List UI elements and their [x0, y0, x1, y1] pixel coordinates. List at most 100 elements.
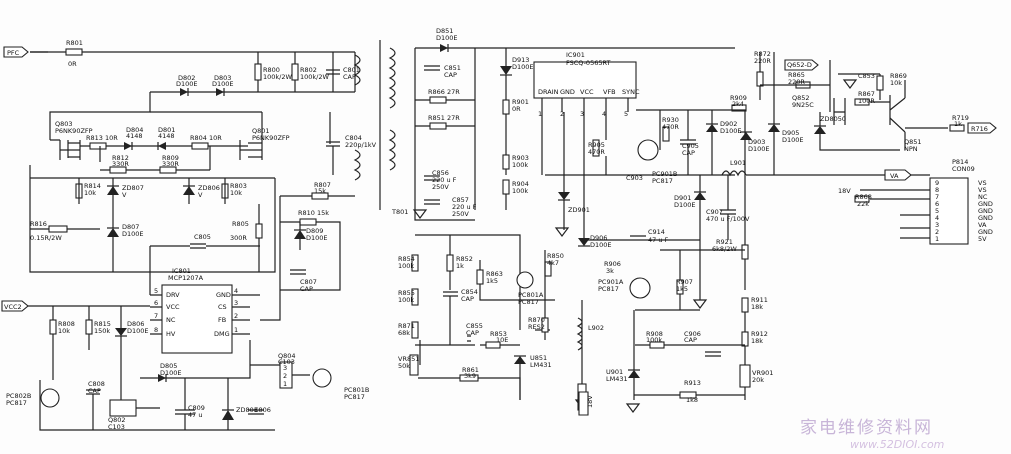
label-r912: R912 [751, 330, 768, 338]
label-c851v: CAP [444, 71, 457, 79]
label-r814: R814 [84, 182, 101, 190]
label-r850: R850 [547, 252, 564, 260]
label-pc901bv: PC817 [652, 177, 673, 185]
label-r851: R851 27R [428, 114, 460, 122]
port-18v-b: 18V [586, 395, 594, 408]
label-d809v: D100E [306, 234, 328, 242]
label-pc802b: PC802B [6, 392, 31, 400]
label-ic901v: FSCQ-0565RT [566, 59, 611, 67]
connector-pin-7: 7 [935, 193, 939, 201]
connector-name-4: GND [978, 214, 993, 222]
label-r801v: 0R [68, 60, 77, 68]
label-d906v: D100E [590, 241, 612, 249]
label-d851: D851 [436, 27, 453, 35]
label-r871v: 68k [398, 329, 410, 337]
watermark-text: 家电维修资料网 [800, 418, 933, 438]
label-pfb: FB [218, 316, 226, 324]
label-r854v: 100k [398, 262, 414, 270]
label-r852v: 1k [456, 262, 464, 270]
label-r812v: 330R [112, 160, 129, 168]
label-d913: D913 [512, 56, 529, 64]
label-c804v: 220p/1kV [345, 141, 377, 149]
label-c809v: 47 u [188, 411, 202, 419]
label-r905v: 470R [588, 148, 605, 156]
label-r805: R805 [232, 220, 249, 228]
label-zd806: ZD806 [198, 184, 220, 192]
label-r800: R800 [263, 66, 280, 74]
label-n6: 6 [154, 299, 158, 307]
label-r812: R812 [112, 154, 129, 162]
label-r808: R808 [58, 320, 75, 328]
label-zd807v: V [122, 191, 127, 199]
label-c801v: CAP [343, 73, 356, 81]
label-zd901: ZD901 [568, 206, 590, 214]
wiring-right [500, 47, 969, 400]
label-pgnd2: GND [560, 88, 575, 96]
watermark-url: www.52DIOI.com [850, 438, 944, 451]
label-d802: D802 [178, 74, 195, 82]
label-r866: R866 27R [428, 88, 460, 96]
label-r913: R913 [684, 379, 701, 387]
label-r814v: 10k [84, 189, 96, 197]
label-pdrain: DRAIN [538, 88, 559, 96]
label-c856: C856 [432, 169, 449, 177]
label-c804: C804 [345, 134, 362, 142]
label-pcs: CS [218, 303, 227, 311]
label-r815: R815 [94, 320, 111, 328]
label-r911v: 18k [751, 303, 763, 311]
label-r719: R719 [952, 114, 969, 122]
label-r871: R871 [398, 322, 415, 330]
port-r716: R716 [971, 125, 988, 133]
connector-pin-5: 5 [935, 207, 939, 215]
label-r903: R903 [512, 154, 529, 162]
label-pc802bv: PC817 [6, 399, 27, 407]
label-r855: R855 [398, 289, 415, 297]
label-q852v: 9N25C [792, 101, 814, 109]
label-c855: C855 [466, 322, 483, 330]
label-r921: R921 [716, 238, 733, 246]
label-c809: C809 [188, 404, 205, 412]
label-d803v: D100E [212, 80, 234, 88]
label-q1: 1 [283, 380, 287, 388]
label-pc901a: PC901A [598, 278, 624, 286]
label-d903v: D100E [748, 145, 770, 153]
label-d805: D805 [160, 362, 177, 370]
label-c914v: 47 u F [648, 236, 669, 244]
label-r855v: 100k [398, 296, 414, 304]
label-r802: R802 [300, 66, 317, 74]
port-shapes [1, 46, 997, 416]
label-n4: 4 [234, 287, 238, 295]
label-r909v: 2k4 [732, 100, 744, 108]
label-r867v: 100R [858, 97, 875, 105]
label-r853: R853 [490, 330, 507, 338]
label-r815v: 150k [94, 327, 110, 335]
label-r804: R804 10R [190, 134, 222, 142]
label-r868: R868 [855, 193, 872, 201]
label-r850v: 4k7 [547, 259, 559, 267]
port-vcc2: VCC2 [4, 303, 22, 311]
label-c807: C807 [300, 278, 317, 286]
label-d906: D906 [590, 234, 607, 242]
label-pvcc: VCC [166, 303, 180, 311]
label-r869: R869 [890, 72, 907, 80]
label-r852: R852 [456, 255, 473, 263]
label-q802: Q802 [108, 416, 126, 424]
label-d902: D902 [720, 120, 737, 128]
label-q801: Q801 [252, 127, 270, 135]
label-d905: D905 [782, 129, 799, 137]
label-c857v: 220 u F [452, 203, 477, 211]
label-c907: C907 [706, 208, 723, 216]
wiring-left [8, 48, 361, 431]
connector-name-9: VS [978, 179, 987, 187]
label-q2: 2 [283, 372, 287, 380]
label-pc801bv: PC817 [344, 393, 365, 401]
port-18v: 18V [838, 187, 851, 195]
connector-pin-1: 1 [935, 235, 939, 243]
connector-pin-6: 6 [935, 200, 939, 208]
label-q804: Q804 [278, 352, 296, 360]
label-d913v: D100E [512, 63, 534, 71]
label-r868v: 22k [857, 200, 869, 208]
label-vr901v: 20k [752, 376, 764, 384]
label-m3: 3 [580, 110, 584, 118]
